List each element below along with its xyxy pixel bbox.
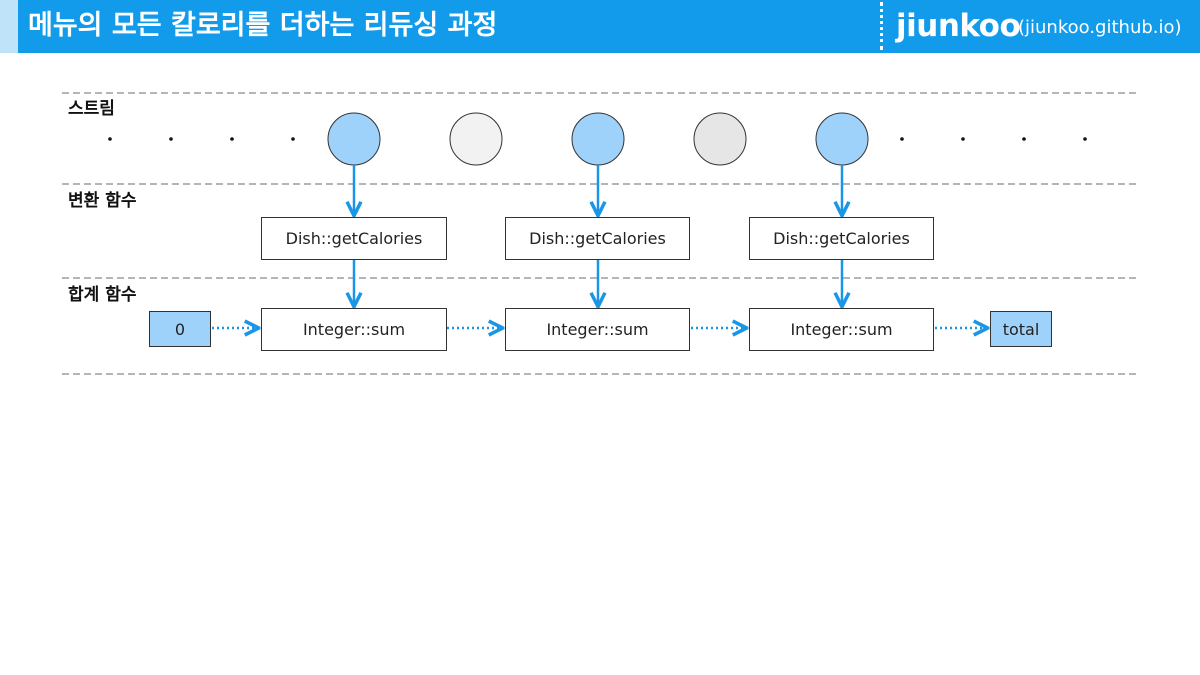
stream-element-skipped: [449, 112, 503, 166]
reducer-box: Integer::sum: [505, 308, 690, 351]
row-label-reducer: 합계 함수: [68, 285, 137, 305]
brand-name: jiunkoo: [896, 8, 1021, 44]
ellipsis-dot: [1022, 137, 1026, 141]
mapper-box: Dish::getCalories: [749, 217, 934, 260]
header-accent: [0, 0, 18, 53]
page-title: 메뉴의 모든 칼로리를 더하는 리듀싱 과정: [28, 10, 498, 41]
ellipsis-dot: [230, 137, 234, 141]
stream-element-selected: [571, 112, 625, 166]
initial-value-box: 0: [149, 311, 211, 347]
ellipsis-dot: [291, 137, 295, 141]
reducer-box: Integer::sum: [261, 308, 447, 351]
ellipsis-dot: [900, 137, 904, 141]
brand-url: (jiunkoo.github.io): [1018, 17, 1182, 38]
row-label-mapper: 변환 함수: [68, 191, 137, 211]
reducer-box: Integer::sum: [749, 308, 934, 351]
mapper-box: Dish::getCalories: [261, 217, 447, 260]
result-value-box: total: [990, 311, 1052, 347]
ellipsis-dot: [961, 137, 965, 141]
stream-element-selected: [327, 112, 381, 166]
stream-element-selected: [815, 112, 869, 166]
ellipsis-dot: [108, 137, 112, 141]
header-bar: 메뉴의 모든 칼로리를 더하는 리듀싱 과정 jiunkoo (jiunkoo.…: [0, 0, 1200, 53]
ellipsis-dot: [169, 137, 173, 141]
stream-element-skipped: [693, 112, 747, 166]
mapper-box: Dish::getCalories: [505, 217, 690, 260]
row-label-stream: 스트림: [68, 99, 115, 119]
header-divider: [880, 2, 883, 50]
ellipsis-dot: [1083, 137, 1087, 141]
